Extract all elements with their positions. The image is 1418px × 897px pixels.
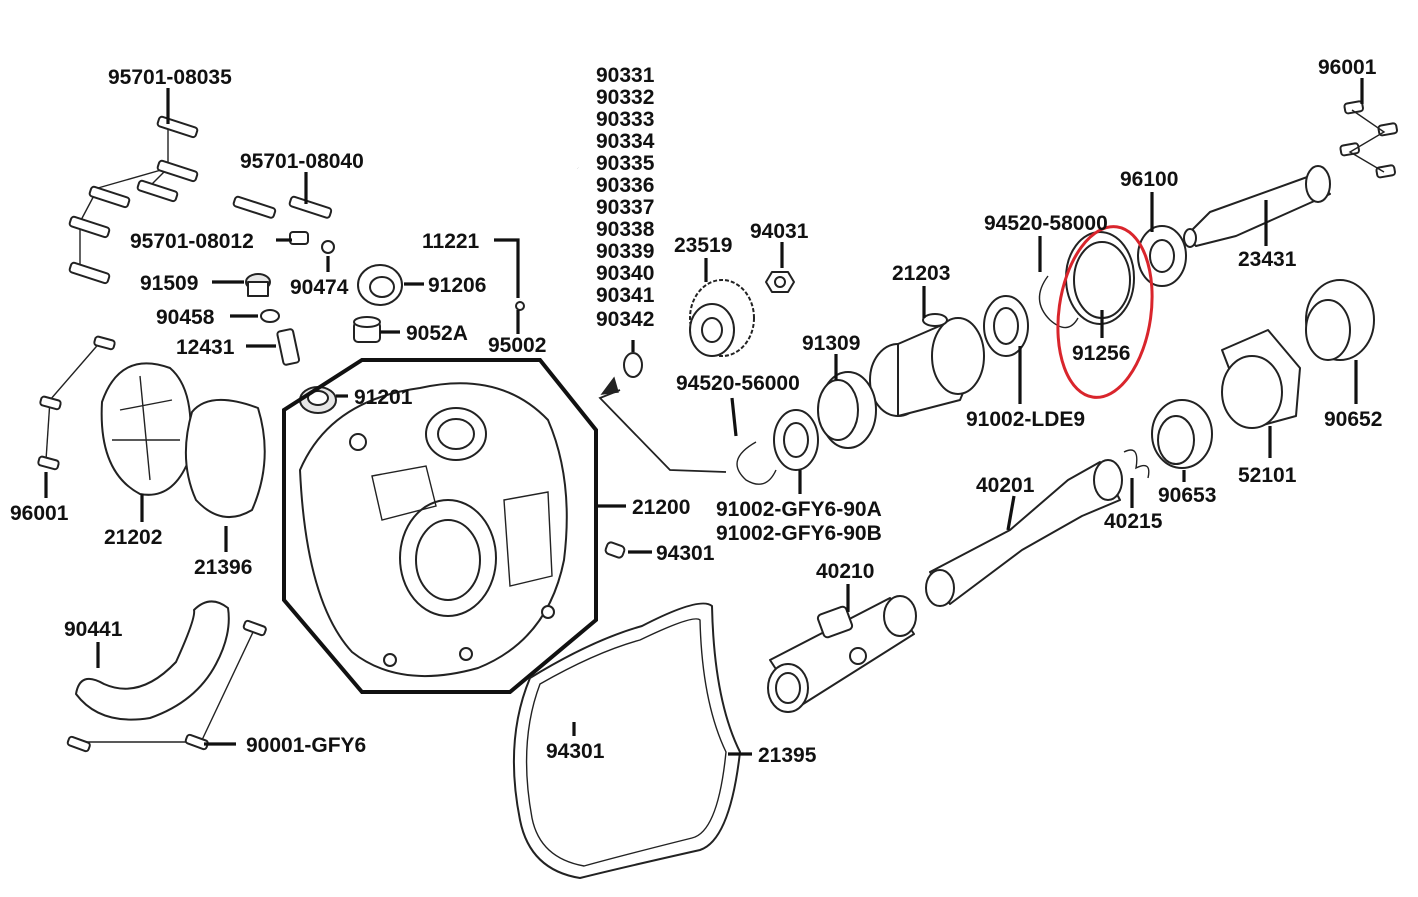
label-90333: 90333 [596,108,654,131]
label-90338: 90338 [596,218,655,241]
label-94520-58000: 94520-58000 [984,212,1108,235]
gasket-21395 [512,602,741,879]
label-90001-GFY6: 90001-GFY6 [246,734,366,757]
bolts-95701-08040 [232,195,333,219]
label-95701-08040: 95701-08040 [240,150,364,173]
gear-23519 [689,271,795,357]
label-95002: 95002 [488,334,546,357]
label-21200: 21200 [632,496,690,519]
bearings-upper [983,225,1187,357]
label-91256: 91256 [1072,342,1130,365]
label-12431: 12431 [176,336,235,359]
leader-lines [44,78,1364,756]
label-94520-56000: 94520-56000 [676,372,800,395]
label-90342: 90342 [596,308,654,331]
label-94301-b: 94301 [546,740,605,763]
label-96001-left: 96001 [10,502,69,525]
label-96100: 96100 [1120,168,1178,191]
label-90337: 90337 [596,196,654,219]
leader-arrow [598,376,727,473]
label-96001-top: 96001 [1318,56,1377,79]
label-21202: 21202 [104,526,162,549]
drive-shaft-40201 [925,459,1123,607]
label-90474: 90474 [290,276,349,299]
label-91201: 91201 [354,386,413,409]
label-40215: 40215 [1104,510,1163,533]
crankcase-21200 [282,358,598,694]
label-90441: 90441 [64,618,123,641]
label-90334: 90334 [596,130,655,153]
label-95701-08035: 95701-08035 [108,66,232,89]
label-21203: 21203 [892,262,950,285]
label-90331: 90331 [596,64,655,87]
label-21396: 21396 [194,556,252,579]
part-labels: 95701-08035 95701-08040 95701-08012 9047… [10,56,1382,767]
label-23519: 23519 [674,234,732,257]
small-fasteners [245,231,403,414]
label-90340: 90340 [596,262,654,285]
label-91206: 91206 [428,274,486,297]
shaft-23431 [1183,100,1398,248]
label-40210: 40210 [816,560,874,583]
gasket-90441 [66,600,267,753]
label-95701-08012: 95701-08012 [130,230,254,253]
breather-hose [515,151,643,378]
universal-joint-40210 [767,595,917,713]
label-90653: 90653 [1158,484,1216,507]
label-91002-GFY6-90A: 91002-GFY6-90A [716,498,882,521]
label-90332: 90332 [596,86,654,109]
label-90458: 90458 [156,306,215,329]
label-90652: 90652 [1324,408,1382,431]
label-90339: 90339 [596,240,654,263]
label-90336: 90336 [596,174,654,197]
label-91002-GFY6-90B: 91002-GFY6-90B [716,522,882,545]
bolt-cluster-95701-08035 [68,115,199,285]
label-90341: 90341 [596,284,655,307]
label-9052A: 9052A [406,322,468,345]
label-90335: 90335 [596,152,655,175]
highlight-circle [1056,225,1154,399]
label-94031: 94031 [750,220,809,243]
label-40201: 40201 [976,474,1035,497]
label-52101: 52101 [1238,464,1297,487]
cover-21202 [37,335,266,518]
label-91509: 91509 [140,272,198,295]
label-21395: 21395 [758,744,817,767]
label-91309: 91309 [802,332,860,355]
boots-and-clamps [1123,279,1375,479]
label-23431: 23431 [1238,248,1297,271]
label-91002-LDE9: 91002-LDE9 [966,408,1085,431]
rings-lower [736,379,859,485]
label-11221: 11221 [422,230,480,253]
label-94301-a: 94301 [656,542,715,565]
